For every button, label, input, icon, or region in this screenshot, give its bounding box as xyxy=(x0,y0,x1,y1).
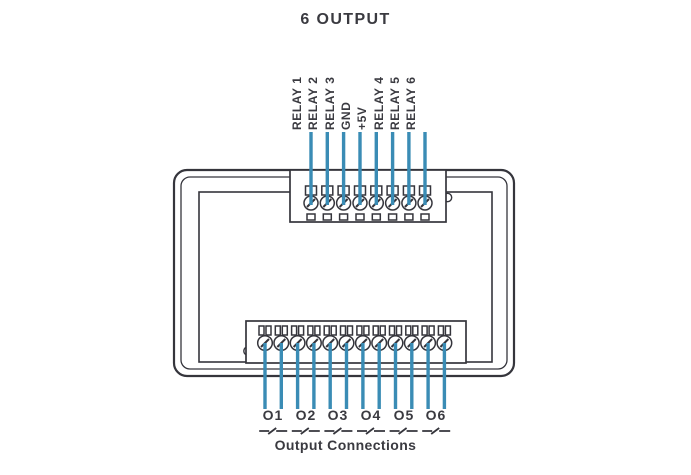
top-wires xyxy=(309,132,427,205)
output-label-o3: O3 xyxy=(327,407,349,423)
output-label-o1: O1 xyxy=(262,407,284,423)
output-connections-caption: Output Connections xyxy=(274,437,417,453)
bottom-terminal-block xyxy=(243,320,467,364)
wire-break-marks xyxy=(259,427,451,435)
output-label-o4: O4 xyxy=(360,407,382,423)
diagram-title: 6 OUTPUT xyxy=(300,11,391,28)
top-terminal-block xyxy=(289,169,453,223)
bottom-wires xyxy=(263,343,447,409)
output-label-o5: O5 xyxy=(393,407,415,423)
output-label-o2: O2 xyxy=(295,407,317,423)
output-label-o6: O6 xyxy=(425,407,447,423)
